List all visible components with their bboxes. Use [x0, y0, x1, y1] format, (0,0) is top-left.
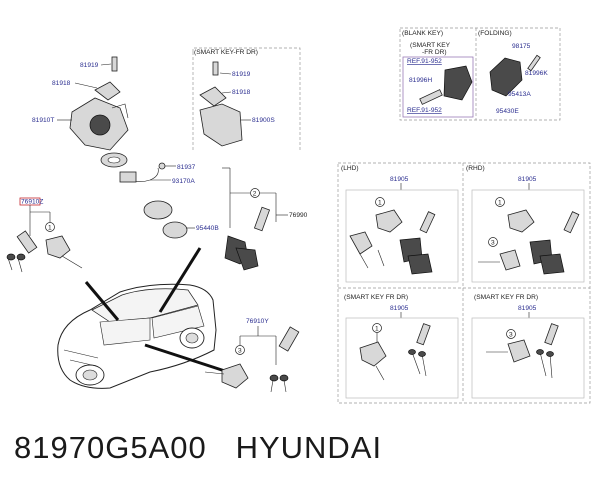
label-76910Z: 76910Z: [21, 199, 43, 206]
label-81905-lhd-smart: 81905: [390, 305, 409, 312]
lock-cylinder-76910Y-part: [221, 363, 249, 389]
smart-fr-dr-lhd-title: (SMART KEY FR DR): [344, 294, 408, 301]
label-81905-lhd: 81905: [390, 176, 409, 183]
blank-smartkey-line1: (SMART KEY: [410, 42, 451, 49]
label-81996K: 81996K: [525, 70, 548, 77]
pin-81919-part: [111, 56, 118, 72]
label-81919: 81919: [80, 62, 99, 69]
callout-1-number-lhd: 1: [378, 200, 382, 207]
blank-key-inset: (BLANK KEY) (FOLDING) (SMART KEY -FR DR)…: [399, 27, 561, 121]
door-lock-cylinder-part: [45, 235, 71, 259]
harness-93170A-part: [119, 171, 137, 183]
label-81918: 81918: [52, 80, 71, 87]
label-81905-rhd: 81905: [518, 176, 537, 183]
callout-1-circle-left: [45, 222, 55, 232]
label-81919-inset: 81919: [232, 71, 251, 78]
folding-title: (FOLDING): [478, 30, 512, 37]
door-key-76910Y-group: 76910Y 3: [204, 318, 300, 393]
label-95413A: 95413A: [508, 91, 531, 98]
callout-3-number-bottom: 3: [238, 348, 242, 355]
folding-key-fob-part: [489, 57, 523, 97]
key-76910Y-part: [278, 326, 300, 352]
smart-key-fr-dr-inset: (SMART KEY-FR DR) 81919 81918 81900S: [192, 47, 301, 150]
label-81910T: 81910T: [32, 117, 54, 124]
callout-1-number-left: 1: [48, 225, 52, 232]
ref-91-952-bottom[interactable]: REF.91-952: [407, 107, 442, 114]
label-93170A: 93170A: [172, 178, 195, 185]
lhd-rhd-frame: [337, 162, 591, 404]
lhd-title: (LHD): [341, 165, 359, 172]
smart-key-fob-part: [443, 65, 473, 101]
callout-1-number-lhd-smart: 1: [375, 326, 379, 333]
vehicle-illustration: [57, 247, 229, 389]
label-81937: 81937: [177, 164, 196, 171]
lhd-rhd-panels: (LHD) 81905 1 (RHD) 81905 1 3 (SMART KEY…: [337, 162, 591, 404]
ref-91-952-top[interactable]: REF.91-952: [407, 58, 442, 65]
callout-3-number-rhd-smart: 3: [509, 332, 513, 339]
blank-key-frame: [399, 27, 561, 121]
lhd-box: [345, 189, 459, 283]
rhd-box: [471, 189, 585, 283]
key-blank-part: [253, 206, 271, 232]
part-caption: 81970G5A00 HYUNDAI: [14, 430, 382, 466]
label-76990: 76990: [289, 212, 308, 219]
key-76910Z-part: [16, 230, 38, 254]
callout-1-number-rhd: 1: [498, 200, 502, 207]
label-98175: 98175: [512, 43, 531, 50]
callout-3-circle-rhd: [488, 237, 498, 247]
retainer-81918-part: [94, 81, 121, 101]
callout-3-number-rhd: 3: [491, 240, 495, 247]
part-number: 81970G5A00: [14, 430, 207, 465]
label-95440B: 95440B: [196, 225, 219, 232]
callout-1-circle-rhd: [495, 197, 505, 207]
label-76910Y: 76910Y: [246, 318, 269, 325]
callout-2-number: 2: [253, 191, 257, 198]
ignition-lock-group: 81919 81918 81910T 81937 93170A 95440B 2: [6, 56, 308, 273]
label-81905-rhd-smart: 81905: [518, 305, 537, 312]
smart-fr-dr-rhd-title: (SMART KEY FR DR): [474, 294, 538, 301]
label-95430E: 95430E: [496, 108, 519, 115]
callout-1-circle-lhd-smart: [372, 323, 382, 333]
blank-smartkey-line2: -FR DR): [422, 49, 447, 56]
callout-3-circle-rhd-smart: [506, 329, 516, 339]
lhd-smart-box: [345, 317, 459, 399]
emergency-key-part: [419, 89, 443, 105]
smartkey-lock-81900S-part: [199, 103, 243, 147]
callout-3-circle-bottom: [235, 345, 245, 355]
label-81900S: 81900S: [252, 117, 275, 124]
antenna-95440B-part: [143, 200, 173, 220]
label-81996H: 81996H: [409, 77, 432, 84]
rhd-title: (RHD): [466, 165, 485, 172]
brand-name: HYUNDAI: [235, 430, 383, 465]
blank-key-title: (BLANK KEY): [402, 30, 443, 37]
rhd-smart-box: [471, 317, 585, 399]
smartkey-inset-title: (SMART KEY-FR DR): [194, 49, 258, 56]
callout-1-circle-lhd: [375, 197, 385, 207]
label-81918-inset: 81918: [232, 89, 251, 96]
